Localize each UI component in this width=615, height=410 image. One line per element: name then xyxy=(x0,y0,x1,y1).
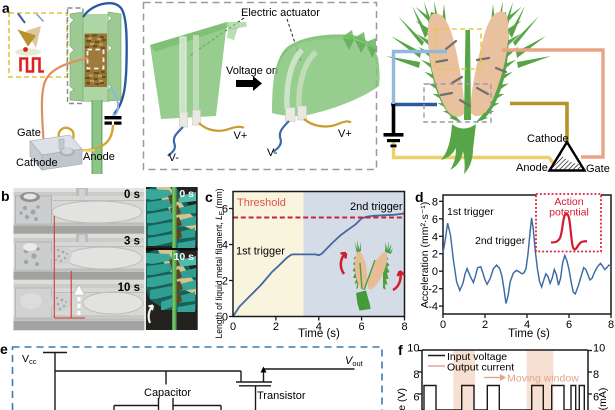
svg-text:Time (s): Time (s) xyxy=(298,328,340,340)
svg-text:e: e xyxy=(0,341,8,357)
svg-text:Anode: Anode xyxy=(83,151,115,163)
svg-text:4: 4 xyxy=(524,319,530,331)
svg-text:8: 8 xyxy=(432,196,438,208)
svg-text:f: f xyxy=(398,342,403,358)
svg-text:Length of liquid metal filamen: Length of liquid metal filament, LE (mm) xyxy=(214,189,226,339)
svg-text:Anode: Anode xyxy=(516,162,548,174)
svg-text:c: c xyxy=(205,189,213,205)
svg-text:8: 8 xyxy=(413,369,419,381)
svg-text:Vout: Vout xyxy=(345,355,364,368)
svg-text:Current (mA): Current (mA) xyxy=(597,388,609,410)
svg-text:b: b xyxy=(1,188,10,204)
svg-text:V-: V- xyxy=(267,147,278,159)
svg-text:Input voltage: Input voltage xyxy=(447,351,507,363)
svg-text:Transistor: Transistor xyxy=(257,390,306,402)
svg-text:6: 6 xyxy=(432,214,438,226)
svg-text:10 s: 10 s xyxy=(174,251,195,263)
svg-text:Capacitor: Capacitor xyxy=(144,387,191,399)
svg-text:2: 2 xyxy=(222,276,228,288)
svg-text:Gate: Gate xyxy=(586,163,610,175)
svg-text:3 s: 3 s xyxy=(124,236,140,248)
svg-text:6: 6 xyxy=(222,204,228,216)
svg-text:Voltage (V): Voltage (V) xyxy=(396,388,408,410)
svg-text:-4: -4 xyxy=(428,301,438,313)
svg-text:Cathode: Cathode xyxy=(527,133,569,145)
svg-text:0 s: 0 s xyxy=(124,189,140,201)
svg-text:6: 6 xyxy=(566,319,572,331)
svg-text:8: 8 xyxy=(593,369,599,381)
svg-text:8: 8 xyxy=(608,319,614,331)
svg-text:Output current: Output current xyxy=(447,362,514,374)
svg-text:Cathode: Cathode xyxy=(16,157,58,169)
svg-text:potential: potential xyxy=(549,207,589,219)
svg-text:a: a xyxy=(2,0,10,16)
svg-text:1st trigger: 1st trigger xyxy=(447,206,494,218)
svg-text:V+: V+ xyxy=(234,130,248,142)
svg-text:1st trigger: 1st trigger xyxy=(236,246,285,258)
svg-text:0 s: 0 s xyxy=(179,188,194,200)
svg-text:Electric actuator: Electric actuator xyxy=(241,7,320,19)
svg-text:0: 0 xyxy=(440,319,446,331)
svg-text:10: 10 xyxy=(593,343,605,355)
svg-text:d: d xyxy=(415,189,424,205)
svg-text:V-: V- xyxy=(169,152,180,164)
svg-text:Acceleration (mm²·s⁻¹): Acceleration (mm²·s⁻¹) xyxy=(419,202,431,308)
svg-text:Gate: Gate xyxy=(17,127,41,139)
svg-text:Time (s): Time (s) xyxy=(508,328,550,340)
svg-text:10: 10 xyxy=(407,343,419,355)
svg-text:Vcc: Vcc xyxy=(22,353,37,366)
svg-text:V+: V+ xyxy=(338,128,352,140)
svg-text:6: 6 xyxy=(359,321,365,333)
svg-text:4: 4 xyxy=(316,321,322,333)
svg-text:0: 0 xyxy=(222,312,228,324)
svg-text:Threshold: Threshold xyxy=(237,197,286,209)
svg-text:2: 2 xyxy=(482,319,488,331)
svg-text:2: 2 xyxy=(273,321,279,333)
svg-text:4: 4 xyxy=(222,240,228,252)
svg-text:2: 2 xyxy=(432,249,438,261)
svg-text:Voltage on: Voltage on xyxy=(226,65,278,77)
svg-text:6: 6 xyxy=(593,392,599,404)
svg-text:2nd trigger: 2nd trigger xyxy=(350,201,403,213)
svg-text:2nd trigger: 2nd trigger xyxy=(475,235,526,247)
svg-text:Moving window: Moving window xyxy=(507,373,579,385)
svg-text:-2: -2 xyxy=(428,284,438,296)
svg-text:0: 0 xyxy=(230,321,236,333)
svg-text:6: 6 xyxy=(413,392,419,404)
svg-text:8: 8 xyxy=(401,321,407,333)
svg-text:Action: Action xyxy=(554,196,583,208)
svg-text:0: 0 xyxy=(432,266,438,278)
svg-text:10 s: 10 s xyxy=(118,282,140,294)
svg-text:4: 4 xyxy=(432,231,438,243)
